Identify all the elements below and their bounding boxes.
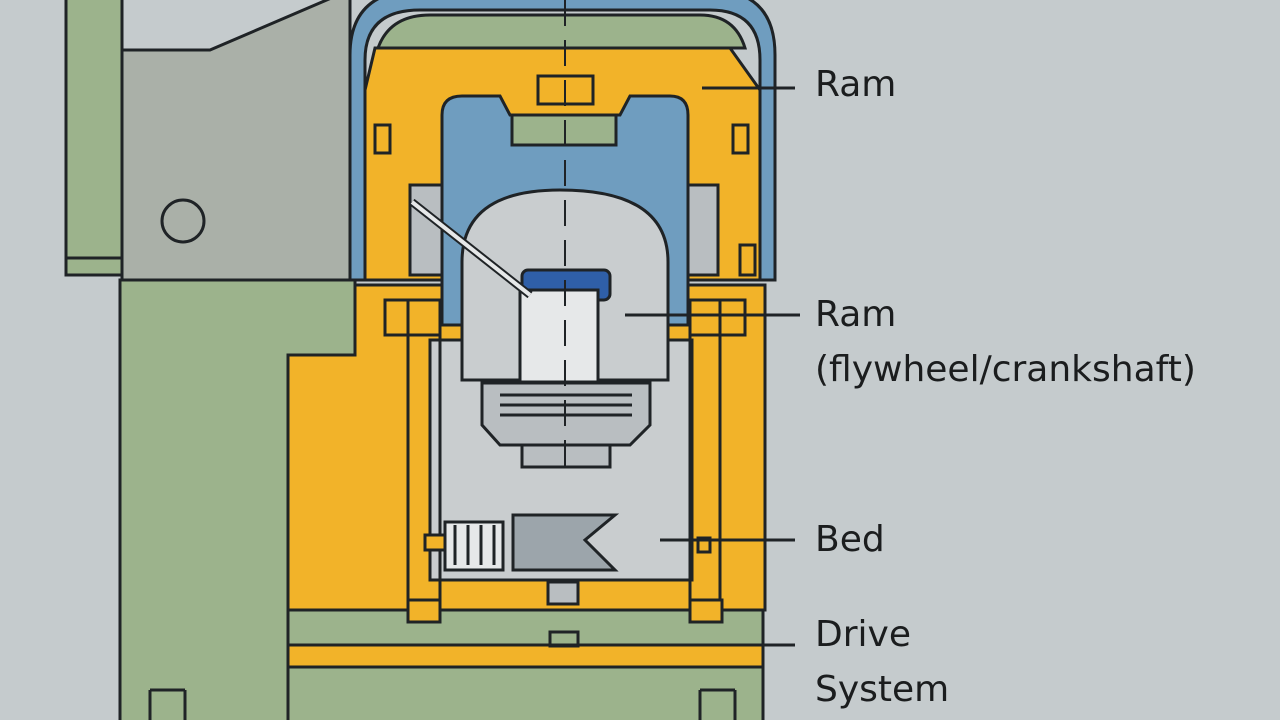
bed-assembly xyxy=(423,513,712,606)
label-system: System xyxy=(815,669,950,710)
leader-lines xyxy=(625,86,800,647)
drive-strip xyxy=(286,630,765,669)
label-ram-drive: Ram xyxy=(815,294,897,335)
label-ram-drive-detail: (flywheel/crankshaft) xyxy=(815,349,1196,390)
label-bed: Bed xyxy=(815,519,885,560)
frame-column xyxy=(64,0,352,282)
label-drive: Drive xyxy=(815,614,911,655)
ram-guard xyxy=(348,0,777,282)
guard-top xyxy=(375,13,748,50)
label-ram: Ram xyxy=(815,64,897,105)
